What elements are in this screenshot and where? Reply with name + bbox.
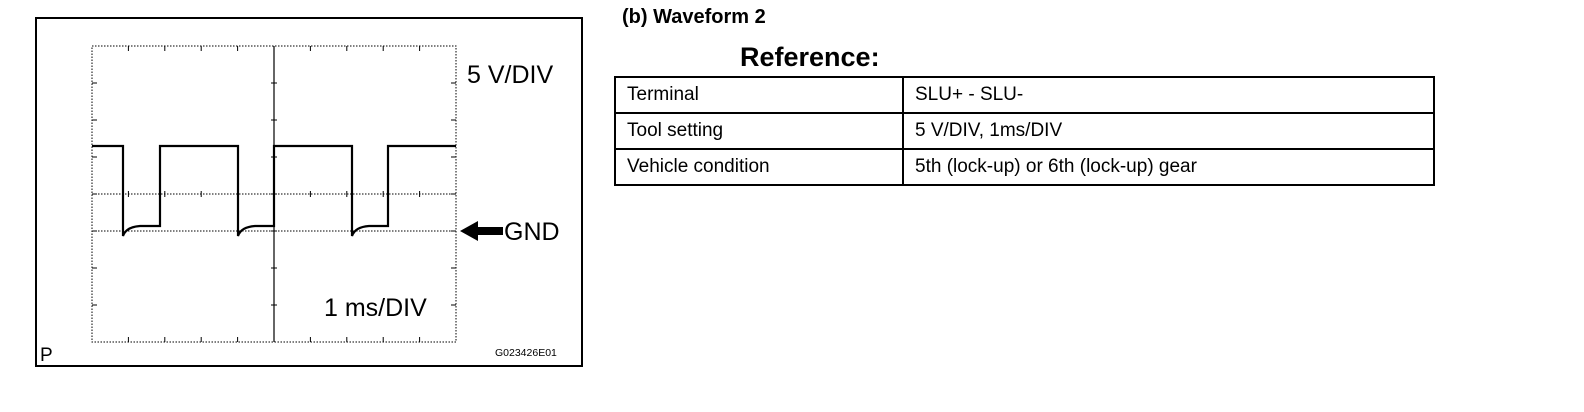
row-value-vehicle-condition: 5th (lock-up) or 6th (lock-up) gear [902, 148, 1435, 186]
reference-table: Terminal SLU+ - SLU- Tool setting 5 V/DI… [614, 76, 1435, 186]
table-row: Vehicle condition 5th (lock-up) or 6th (… [614, 148, 1435, 186]
row-label-vehicle-condition: Vehicle condition [614, 148, 904, 186]
voltage-scale-label: 5 V/DIV [467, 61, 553, 89]
row-value-terminal: SLU+ - SLU- [902, 76, 1435, 114]
horizontal-gridlines [92, 193, 456, 232]
grid-ticks [92, 46, 456, 342]
waveform-figure [35, 17, 583, 367]
waveform-trace [92, 144, 456, 237]
table-row: Tool setting 5 V/DIV, 1ms/DIV [614, 112, 1435, 150]
section-subtitle: (b) Waveform 2 [622, 6, 766, 28]
corner-mark: P [40, 345, 53, 366]
ground-label: GND [504, 218, 560, 246]
reference-heading: Reference: [740, 42, 880, 72]
gnd-arrow-icon [460, 221, 503, 241]
time-scale-label: 1 ms/DIV [324, 294, 427, 322]
table-row: Terminal SLU+ - SLU- [614, 76, 1435, 114]
figure-code: G023426E01 [495, 347, 557, 359]
row-label-tool-setting: Tool setting [614, 112, 904, 150]
row-value-tool-setting: 5 V/DIV, 1ms/DIV [902, 112, 1435, 150]
row-label-terminal: Terminal [614, 76, 904, 114]
